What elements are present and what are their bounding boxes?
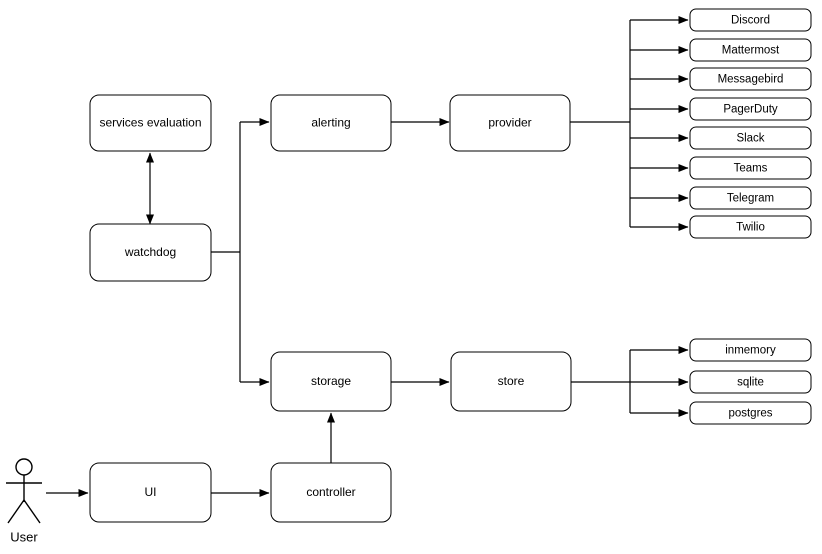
node-watchdog-label: watchdog [124, 245, 176, 259]
node-controller[interactable]: controller [270, 462, 392, 523]
actor-leg-left [7, 499, 25, 524]
node-provider-target-box[interactable] [689, 215, 812, 239]
edge-store-fanout [630, 346, 689, 417]
node-storage-box[interactable] [270, 351, 392, 412]
node-store[interactable]: store [450, 351, 572, 412]
node-provider-target-label: Messagebird [718, 74, 784, 86]
node-watchdog[interactable]: watchdog [89, 223, 212, 282]
node-provider-target[interactable]: Teams [689, 156, 812, 180]
provider-targets-group: Discord Mattermost Messagebird PagerDuty… [689, 8, 812, 239]
actor-head-icon [15, 458, 33, 476]
node-ui-box[interactable] [89, 462, 212, 523]
node-store-target[interactable]: sqlite [689, 370, 812, 394]
node-provider-target-label: Telegram [727, 193, 774, 205]
node-provider-target-box[interactable] [689, 38, 812, 62]
node-provider-target-box[interactable] [689, 186, 812, 210]
node-store-target[interactable]: postgres [689, 401, 812, 425]
node-provider-target-label: Teams [734, 163, 768, 175]
node-provider-target-label: Twilio [736, 222, 765, 234]
actor-label: User [10, 529, 38, 544]
node-provider-box[interactable] [449, 94, 571, 152]
node-provider-target-label: PagerDuty [723, 104, 778, 116]
node-store-box[interactable] [450, 351, 572, 412]
node-store-target-box[interactable] [689, 338, 812, 362]
node-provider-target-box[interactable] [689, 126, 812, 150]
store-targets-group: inmemory sqlite postgres [689, 338, 812, 425]
node-provider-label: provider [488, 116, 531, 130]
node-provider-target[interactable]: Twilio [689, 215, 812, 239]
node-services-evaluation-label: services evaluation [99, 116, 201, 130]
node-provider-target[interactable]: Messagebird [689, 67, 812, 91]
node-provider-target[interactable]: Mattermost [689, 38, 812, 62]
node-store-target-label: sqlite [737, 377, 764, 389]
node-provider-target-box[interactable] [689, 156, 812, 180]
node-alerting-box[interactable] [270, 94, 392, 152]
node-storage[interactable]: storage [270, 351, 392, 412]
node-store-target-label: inmemory [725, 345, 776, 357]
node-store-target-label: postgres [728, 408, 772, 420]
actor-user: User [6, 458, 42, 544]
node-store-label: store [498, 374, 525, 388]
node-storage-label: storage [311, 374, 351, 388]
node-store-target[interactable]: inmemory [689, 338, 812, 362]
edge-provider-fanout [630, 16, 689, 231]
node-store-target-box[interactable] [689, 401, 812, 425]
node-provider-target[interactable]: PagerDuty [689, 97, 812, 121]
node-services-evaluation-box[interactable] [89, 94, 212, 152]
node-provider-target-box[interactable] [689, 8, 812, 32]
node-provider-target-label: Slack [736, 133, 764, 145]
node-store-target-box[interactable] [689, 370, 812, 394]
node-ui-label: UI [145, 485, 157, 499]
node-provider-target[interactable]: Discord [689, 8, 812, 32]
node-ui[interactable]: UI [89, 462, 212, 523]
node-controller-box[interactable] [270, 462, 392, 523]
node-alerting-label: alerting [311, 116, 350, 130]
node-provider-target-box[interactable] [689, 97, 812, 121]
node-provider-target-label: Mattermost [722, 45, 780, 57]
node-provider-target-label: Discord [731, 15, 770, 27]
node-alerting[interactable]: alerting [270, 94, 392, 152]
node-provider-target[interactable]: Slack [689, 126, 812, 150]
node-watchdog-box[interactable] [89, 223, 212, 282]
node-services-evaluation[interactable]: services evaluation [89, 94, 212, 152]
node-provider-target[interactable]: Telegram [689, 186, 812, 210]
node-controller-label: controller [306, 485, 355, 499]
actor-leg-right [23, 499, 41, 524]
node-provider[interactable]: provider [449, 94, 571, 152]
node-provider-target-box[interactable] [689, 67, 812, 91]
